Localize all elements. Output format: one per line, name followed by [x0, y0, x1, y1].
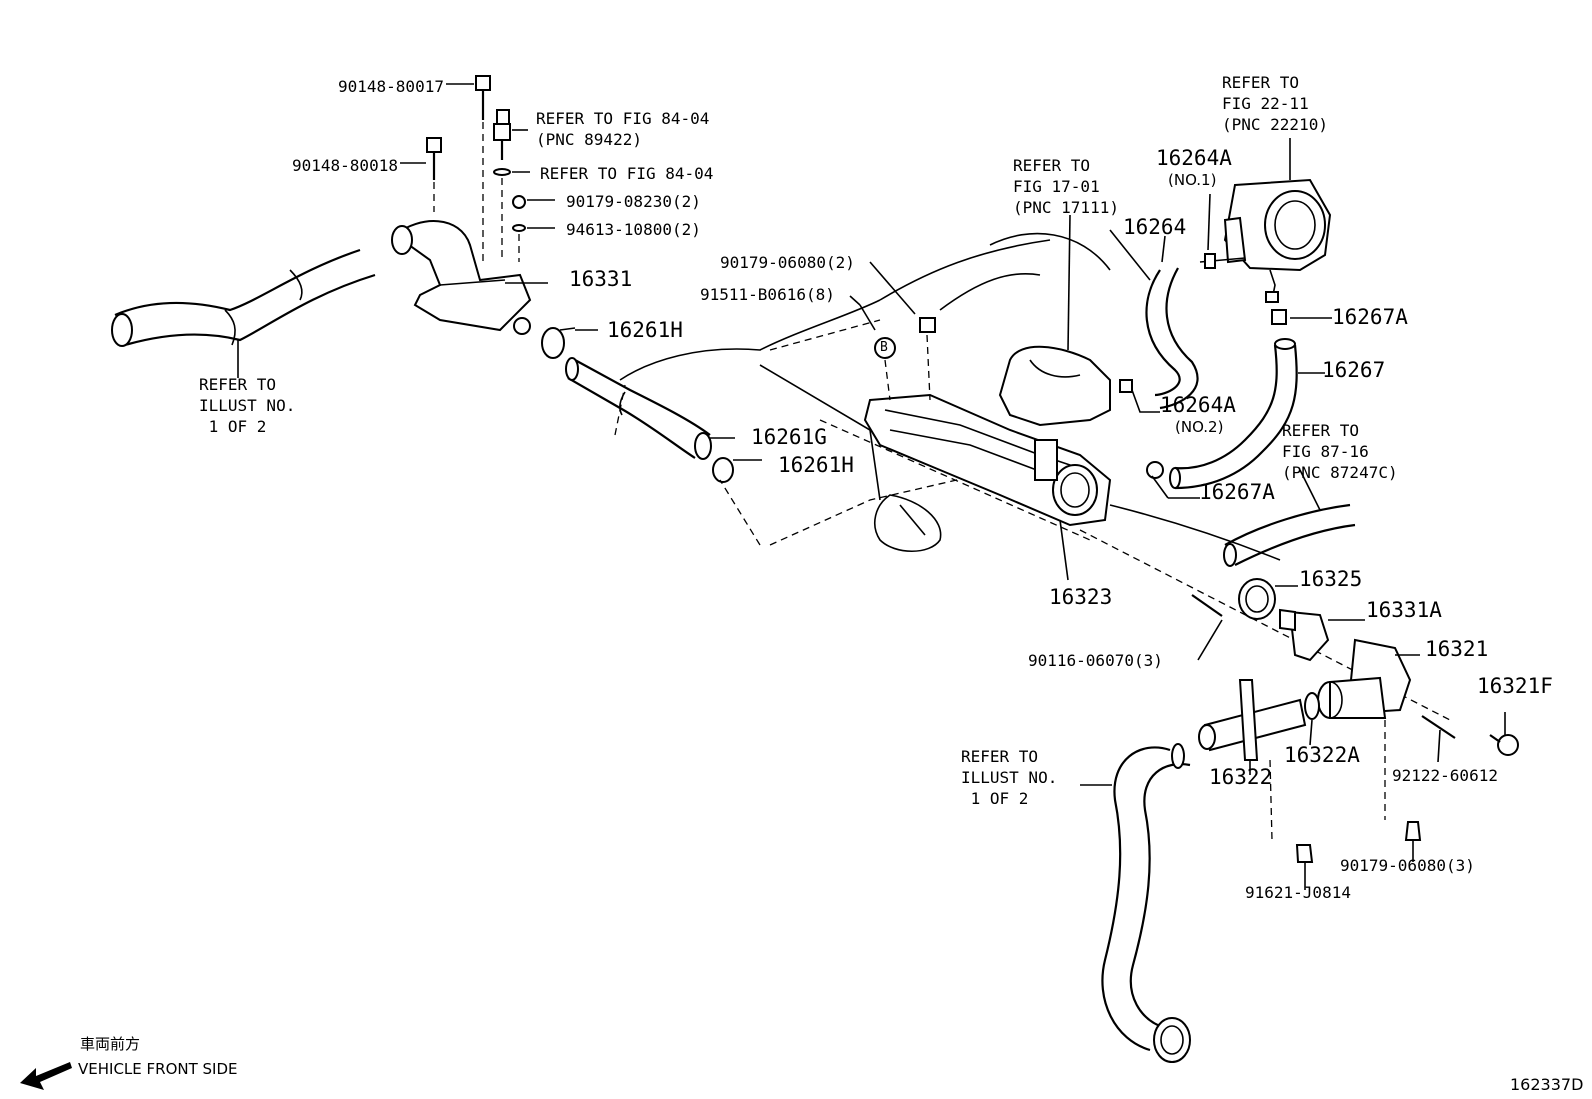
pipe-16322 [1198, 679, 1314, 890]
manifold-16323 [849, 261, 1112, 581]
label-refer-fig-17-01: REFER TO FIG 17-01 (PNC 17111) [1013, 156, 1119, 217]
hose-16261G [565, 357, 735, 460]
label-front-en: VEHICLE FRONT SIDE [78, 1060, 238, 1078]
label-16267A-upper: 16267A [1332, 305, 1408, 329]
bolt-16321F [1489, 712, 1519, 756]
label-16264A-no2: 16264A [1160, 393, 1236, 417]
label-16323: 16323 [1049, 585, 1113, 609]
label-94613-10800: 94613-10800(2) [566, 220, 701, 239]
gasket-16325 [1238, 578, 1298, 620]
label-16264A-no1: 16264A [1156, 146, 1232, 170]
oring-16322A [1304, 692, 1320, 746]
label-16331: 16331 [569, 267, 633, 291]
bolt-90148-80018 [400, 137, 442, 212]
label-front-jp: 車両前方 [80, 1035, 141, 1053]
throttle-22210 [1199, 138, 1332, 303]
label-90148-80017: 90148-80017 [338, 77, 444, 96]
clamp-16261H-lower [712, 457, 762, 483]
thermostat-16331A [1279, 608, 1365, 662]
clamp-16261H-upper [541, 327, 598, 359]
label-16331A: 16331A [1366, 598, 1442, 622]
nut-90179-08230 [512, 195, 555, 262]
label-91621-J0814: 91621-J0814 [1245, 883, 1351, 902]
hose-16267 [1146, 309, 1332, 499]
label-refer-fig-87-16: REFER TO FIG 87-16 (PNC 87247C) [1282, 421, 1398, 482]
label-16261H-lower: 16261H [778, 453, 854, 477]
marker-b: B [880, 340, 888, 355]
figure-id: 162337D [1510, 1075, 1584, 1094]
stud-92122-60612 [1421, 715, 1456, 763]
bolt-90148-80017 [446, 75, 491, 262]
label-16264: 16264 [1123, 215, 1187, 239]
label-90179-08230: 90179-08230(2) [566, 192, 701, 211]
label-16267: 16267 [1322, 358, 1386, 382]
water-outlet-16331 [391, 220, 548, 335]
label-16321: 16321 [1425, 637, 1489, 661]
label-refer-fig-84-04-b: REFER TO FIG 84-04 [540, 164, 714, 183]
label-91511-B0616: 91511-B0616(8) [700, 285, 835, 304]
label-90179-06080-3: 90179-06080(3) [1340, 856, 1475, 875]
label-refer-fig-84-04-a: REFER TO FIG 84-04 (PNC 89422) [536, 109, 710, 149]
label-90148-80018: 90148-80018 [292, 156, 398, 175]
vehicle-front-arrow [20, 1062, 72, 1090]
label-16267A-lower: 16267A [1199, 480, 1275, 504]
stud-90116-06070 [1191, 594, 1223, 661]
label-16261G: 16261G [751, 425, 827, 449]
label-16261H-upper: 16261H [607, 318, 683, 342]
label-refer-fig-22-11: REFER TO FIG 22-11 (PNC 22210) [1222, 73, 1328, 134]
label-16322A: 16322A [1284, 743, 1360, 767]
label-90179-06080-2: 90179-06080(2) [720, 253, 855, 272]
hose-16264 [1145, 235, 1199, 410]
lower-hose [1080, 743, 1191, 1063]
label-no2: (NO.2) [1175, 418, 1224, 436]
label-16325: 16325 [1299, 567, 1363, 591]
label-16321F: 16321F [1477, 674, 1553, 698]
label-refer-illust-upper: REFER TO ILLUST NO. 1 OF 2 [199, 375, 296, 436]
label-16322: 16322 [1209, 765, 1273, 789]
label-92122-60612: 92122-60612 [1392, 766, 1498, 785]
label-refer-illust-lower: REFER TO ILLUST NO. 1 OF 2 [961, 747, 1058, 808]
hose-87247C [1223, 469, 1356, 567]
label-no1: (NO.1) [1168, 171, 1217, 189]
throttle-body-17111 [998, 214, 1160, 427]
upper-left-hose [111, 248, 376, 378]
label-90116-06070: 90116-06070(3) [1028, 651, 1163, 670]
water-inlet-16321 [1317, 638, 1422, 862]
sensor-89422 [493, 109, 530, 262]
